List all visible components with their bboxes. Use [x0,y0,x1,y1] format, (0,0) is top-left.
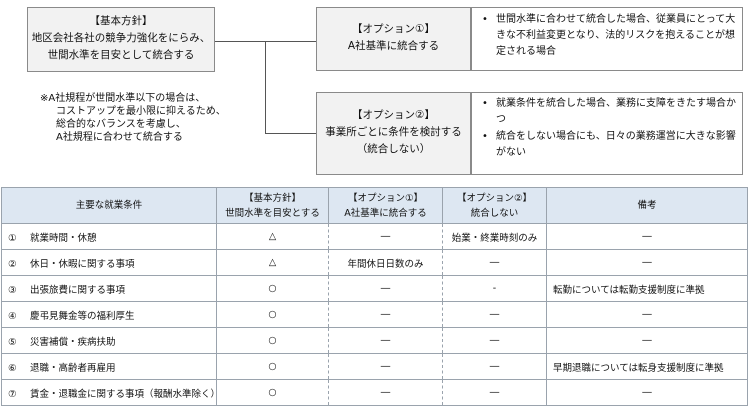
option2-box: 【オプション②】 事業所ごとに条件を検討する （統合しない） [316,92,471,175]
option2-point: 就業条件を統合した場合、業務に支障をきたす場合かつ [482,96,738,128]
note-line: A社規程に合わせて統合する [56,132,183,143]
table-header-row: 主要な就業条件 【基本方針】 世間水準を目安とする 【オプション①】 A社基準に… [1,187,748,224]
header-option1-sub: A社基準に統合する [344,207,427,219]
note-line: ※A社規程が世間水準以下の場合は、 [40,93,206,104]
basic-policy-line2: 世間水準を目安として統合する [47,49,195,61]
header-remarks: 備考 [546,187,748,224]
table-row: ① 就業時間・休憩 △ ― 始業・終業時刻のみ ― [1,223,748,250]
row-option2: ― [442,301,547,328]
row-number: ⑥ [8,362,17,374]
note-line: コストアップを最小限に抑えるため、 [56,106,226,117]
policy-note: ※A社規程が世間水準以下の場合は、 コストアップを最小限に抑えるため、 総合的な… [40,92,290,144]
row-number: ⑦ [8,388,17,400]
row-remarks: ― [546,301,748,328]
header-option2-sub: 統合しない [470,207,519,219]
header-option2-title: 【オプション②】 [456,192,533,204]
basic-policy-box: 【基本方針】 地区会社各社の競争力強化をにらみ、 世間水準を目安として統合する [27,7,215,72]
header-item-label: 主要な就業条件 [75,200,143,211]
row-item: ① 就業時間・休憩 [1,223,217,250]
header-basic-title: 【基本方針】 [243,192,301,204]
row-item: ② 休日・休暇に関する事項 [1,249,217,276]
row-basic: △ [216,223,329,250]
option2-body-sub: （統合しない） [356,143,431,155]
connector-vertical [265,41,266,134]
option1-title: 【オプション①】 [352,23,435,35]
row-item-label: 災害補償・疾病扶助 [30,336,116,348]
header-remarks-label: 備考 [637,200,657,211]
option2-description: 就業条件を統合した場合、業務に支障をきたす場合かつ 統合をしない場合にも、日々の… [471,92,743,175]
row-item: ⑥ 退職・高齢者再雇用 [1,353,217,380]
row-item-label: 出張旅費に関する事項 [30,284,126,296]
row-basic: △ [216,249,329,276]
row-option1: ― [328,223,443,250]
row-number: ④ [8,310,17,322]
row-number: ② [8,258,17,270]
header-basic-sub: 世間水準を目安とする [225,207,320,219]
table-row: ⑤ 災害補償・疾病扶助 ○ ― ― ― [1,327,748,354]
option1-box: 【オプション①】 A社基準に統合する [316,7,471,71]
row-option1: ― [328,353,443,380]
row-option2: ― [442,379,547,406]
header-option2: 【オプション②】 統合しない [442,187,547,224]
header-option1: 【オプション①】 A社基準に統合する [328,187,443,224]
row-number: ③ [8,284,17,296]
option2-point: 統合をしない場合にも、日々の業務運営に大きな影響がない [482,129,738,161]
row-basic: ○ [216,301,329,328]
note-line: 総合的なバランスを考慮し、 [56,119,186,130]
row-option1: ― [328,327,443,354]
row-number: ① [8,232,17,244]
row-number: ⑤ [8,336,17,348]
option2-body: 事業所ごとに条件を検討する [325,126,462,138]
row-item-label: 就業時間・休憩 [30,232,97,244]
header-option1-title: 【オプション①】 [347,192,424,204]
row-basic: ○ [216,379,329,406]
table-row: ④ 慶弔見舞金等の福利厚生 ○ ― ― ― [1,301,748,328]
table-row: ⑦ 賃金・退職金に関する事項（報酬水準除く） ○ ― ― ― [1,379,748,406]
header-item: 主要な就業条件 [1,187,217,224]
row-basic: ○ [216,353,329,380]
row-option2: ― [442,249,547,276]
row-item: ④ 慶弔見舞金等の福利厚生 [1,301,217,328]
row-remarks: ― [546,223,748,250]
row-item: ③ 出張旅費に関する事項 [1,275,217,302]
row-option2: ― [442,327,547,354]
row-item: ⑦ 賃金・退職金に関する事項（報酬水準除く） [1,379,221,406]
connector-horizontal-bottom [265,133,316,134]
option1-description: 世間水準に合わせて統合した場合、従業員にとって大きな不利益変更となり、法的リスク… [471,7,743,71]
row-remarks: ― [546,249,748,276]
row-option2: ‐ [442,275,547,302]
row-option1: ― [328,275,443,302]
row-option2: 始業・終業時刻のみ [442,223,547,250]
row-remarks: ― [546,379,748,406]
option1-body: A社基準に統合する [347,40,440,52]
row-item: ⑤ 災害補償・疾病扶助 [1,327,217,354]
row-option1: ― [328,301,443,328]
row-option2: ― [442,353,547,380]
row-item-label: 慶弔見舞金等の福利厚生 [30,310,135,322]
row-remarks: 早期退職については転身支援制度に準拠 [546,353,748,380]
basic-policy-line1: 地区会社各社の競争力強化をにらみ、 [31,32,211,44]
table-row: ② 休日・休暇に関する事項 △ 年間休日日数のみ ― ― [1,249,748,276]
row-item-label: 退職・高齢者再雇用 [30,362,116,374]
row-remarks: ― [546,327,748,354]
option1-point: 世間水準に合わせて統合した場合、従業員にとって大きな不利益変更となり、法的リスク… [482,12,738,60]
row-option1: 年間休日日数のみ [328,249,443,276]
working-conditions-table: 主要な就業条件 【基本方針】 世間水準を目安とする 【オプション①】 A社基準に… [1,187,748,406]
table-row: ⑥ 退職・高齢者再雇用 ○ ― ― 早期退職については転身支援制度に準拠 [1,353,748,380]
table-row: ③ 出張旅費に関する事項 ○ ― ‐ 転勤については転勤支援制度に準拠 [1,275,748,302]
row-basic: ○ [216,327,329,354]
option2-title: 【オプション②】 [352,109,435,121]
row-remarks: 転勤については転勤支援制度に準拠 [546,275,748,302]
row-basic: ○ [216,275,329,302]
basic-policy-title: 【基本方針】 [89,15,153,27]
header-basic: 【基本方針】 世間水準を目安とする [216,187,329,224]
row-item-label: 賃金・退職金に関する事項（報酬水準除く） [30,388,221,400]
row-option1: ― [328,379,443,406]
row-item-label: 休日・休暇に関する事項 [30,258,135,270]
